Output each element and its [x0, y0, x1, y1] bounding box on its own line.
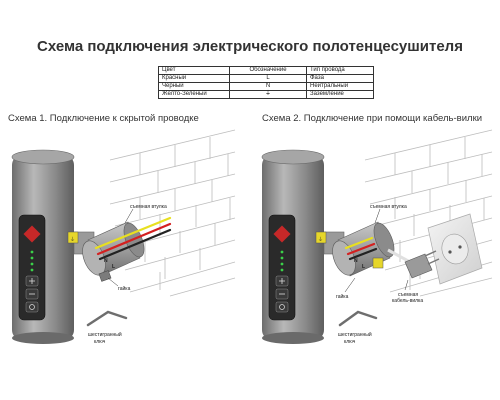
indicator-led	[280, 250, 284, 254]
svg-text:⏚: ⏚	[318, 236, 323, 243]
wires	[344, 236, 378, 261]
hex-key-label: шестигранный	[88, 331, 122, 338]
scheme-2-title: Схема 2. Подключение при помощи кабель-в…	[262, 113, 483, 124]
wires	[94, 216, 172, 261]
brick-wall	[109, 129, 236, 297]
ground-wire	[94, 216, 172, 250]
indicator-led	[30, 262, 34, 266]
scheme-1-title: Схема 1. Подключение к скрытой проводке	[8, 113, 199, 124]
control-panel	[268, 214, 296, 321]
hex-key-label: шестигранный	[338, 331, 372, 338]
power-button-icon	[275, 301, 289, 313]
control-panel	[18, 214, 46, 321]
hex-key-label-2: ключ	[94, 339, 106, 345]
hex-key-label-2: ключ	[344, 339, 356, 345]
nut	[98, 270, 112, 282]
indicator-led	[30, 250, 34, 254]
phase-wire	[346, 242, 376, 256]
wire-legend-table: Цвет Обозначение Тип провода Красный L Ф…	[158, 66, 374, 99]
sleeve-label: съемная втулка	[370, 204, 407, 210]
legend-type: Заземление	[306, 90, 374, 99]
hex-key-icon	[338, 310, 378, 327]
wire-n-label: N	[104, 258, 108, 264]
wall-socket	[427, 213, 483, 285]
ground-wire	[344, 236, 374, 250]
neutral-wire	[348, 247, 378, 261]
svg-text:⏚: ⏚	[70, 236, 75, 243]
legend-row: Желто-Зеленый ⏚ Заземление	[158, 90, 374, 99]
neutral-wire	[98, 228, 172, 261]
scheme-1-diagram: ⏚ N L съемная втулка гайка шестигранный …	[11, 129, 236, 345]
wire-n-label: N	[354, 258, 358, 264]
indicator-led	[280, 262, 284, 266]
nut-label: гайка	[336, 293, 349, 300]
plug-label: съемная	[398, 292, 418, 298]
wire-l-label: L	[362, 264, 365, 270]
wire-l-label: L	[112, 264, 115, 270]
logo-diamond	[273, 225, 291, 243]
indicator-led	[30, 268, 34, 272]
indicator-led	[280, 268, 284, 272]
sleeve-label: съемная втулка	[130, 204, 167, 210]
indicator-led	[280, 256, 284, 260]
ground-terminal	[372, 257, 384, 269]
scheme-2-diagram: ⏚ N L	[261, 129, 493, 345]
nut-label: гайка	[118, 285, 131, 292]
plug-label-2: кабель-вилка	[392, 298, 423, 304]
plug-icon	[404, 250, 440, 279]
ground-terminal	[67, 231, 79, 244]
page-title: Схема подключения электрического полотен…	[37, 38, 463, 55]
phase-wire	[96, 222, 172, 256]
power-button-icon	[25, 301, 39, 313]
indicator-led	[30, 256, 34, 260]
ground-terminal	[315, 231, 327, 244]
hex-key-icon	[86, 310, 128, 327]
